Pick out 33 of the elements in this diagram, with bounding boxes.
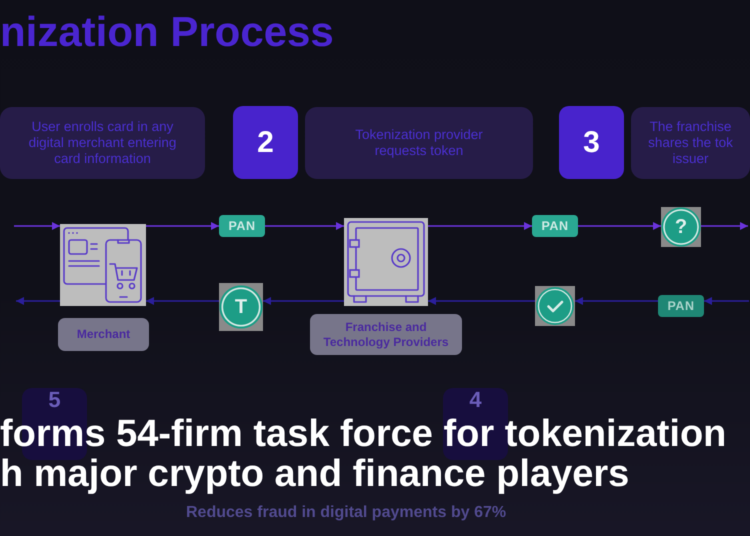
step-description: User enrolls card in any digital merchant entering card information — [28, 119, 178, 167]
title: nization Process — [0, 8, 334, 56]
step-number: 2 — [233, 106, 298, 179]
safe-illustration — [344, 218, 428, 306]
arrow — [701, 222, 748, 230]
step-description: Tokenization provider requests token — [354, 127, 484, 159]
arrow — [146, 222, 219, 230]
step-card — [305, 107, 533, 179]
step-number: 3 — [559, 106, 624, 179]
merchant-illustration — [60, 224, 146, 306]
headline: forms 54-firm task force for tokenization h major crypto and finance players — [0, 414, 728, 494]
step-card — [631, 107, 750, 179]
role-label: Franchise and Technology Providers — [310, 314, 462, 355]
arrow — [428, 297, 535, 305]
role-label: Merchant — [58, 318, 149, 351]
arrow — [14, 222, 60, 230]
step-description: The franchise shares the tok issuer — [647, 119, 734, 167]
arrow — [263, 297, 344, 305]
arrow — [578, 222, 661, 230]
arrow — [704, 297, 749, 305]
arrow — [265, 222, 344, 230]
pan-tag: PAN — [219, 215, 265, 237]
pan-tag: PAN — [658, 295, 704, 317]
token-badge: T — [219, 283, 263, 331]
arrow — [428, 222, 532, 230]
pan-tag: PAN — [532, 215, 578, 237]
arrow — [16, 297, 60, 305]
check-circle-icon — [535, 286, 575, 326]
note-text: Reduces fraud in digital payments by 67% — [186, 503, 506, 523]
question-badge: ? — [661, 207, 701, 247]
step-card — [0, 107, 205, 179]
arrow — [575, 297, 658, 305]
arrow — [146, 297, 219, 305]
